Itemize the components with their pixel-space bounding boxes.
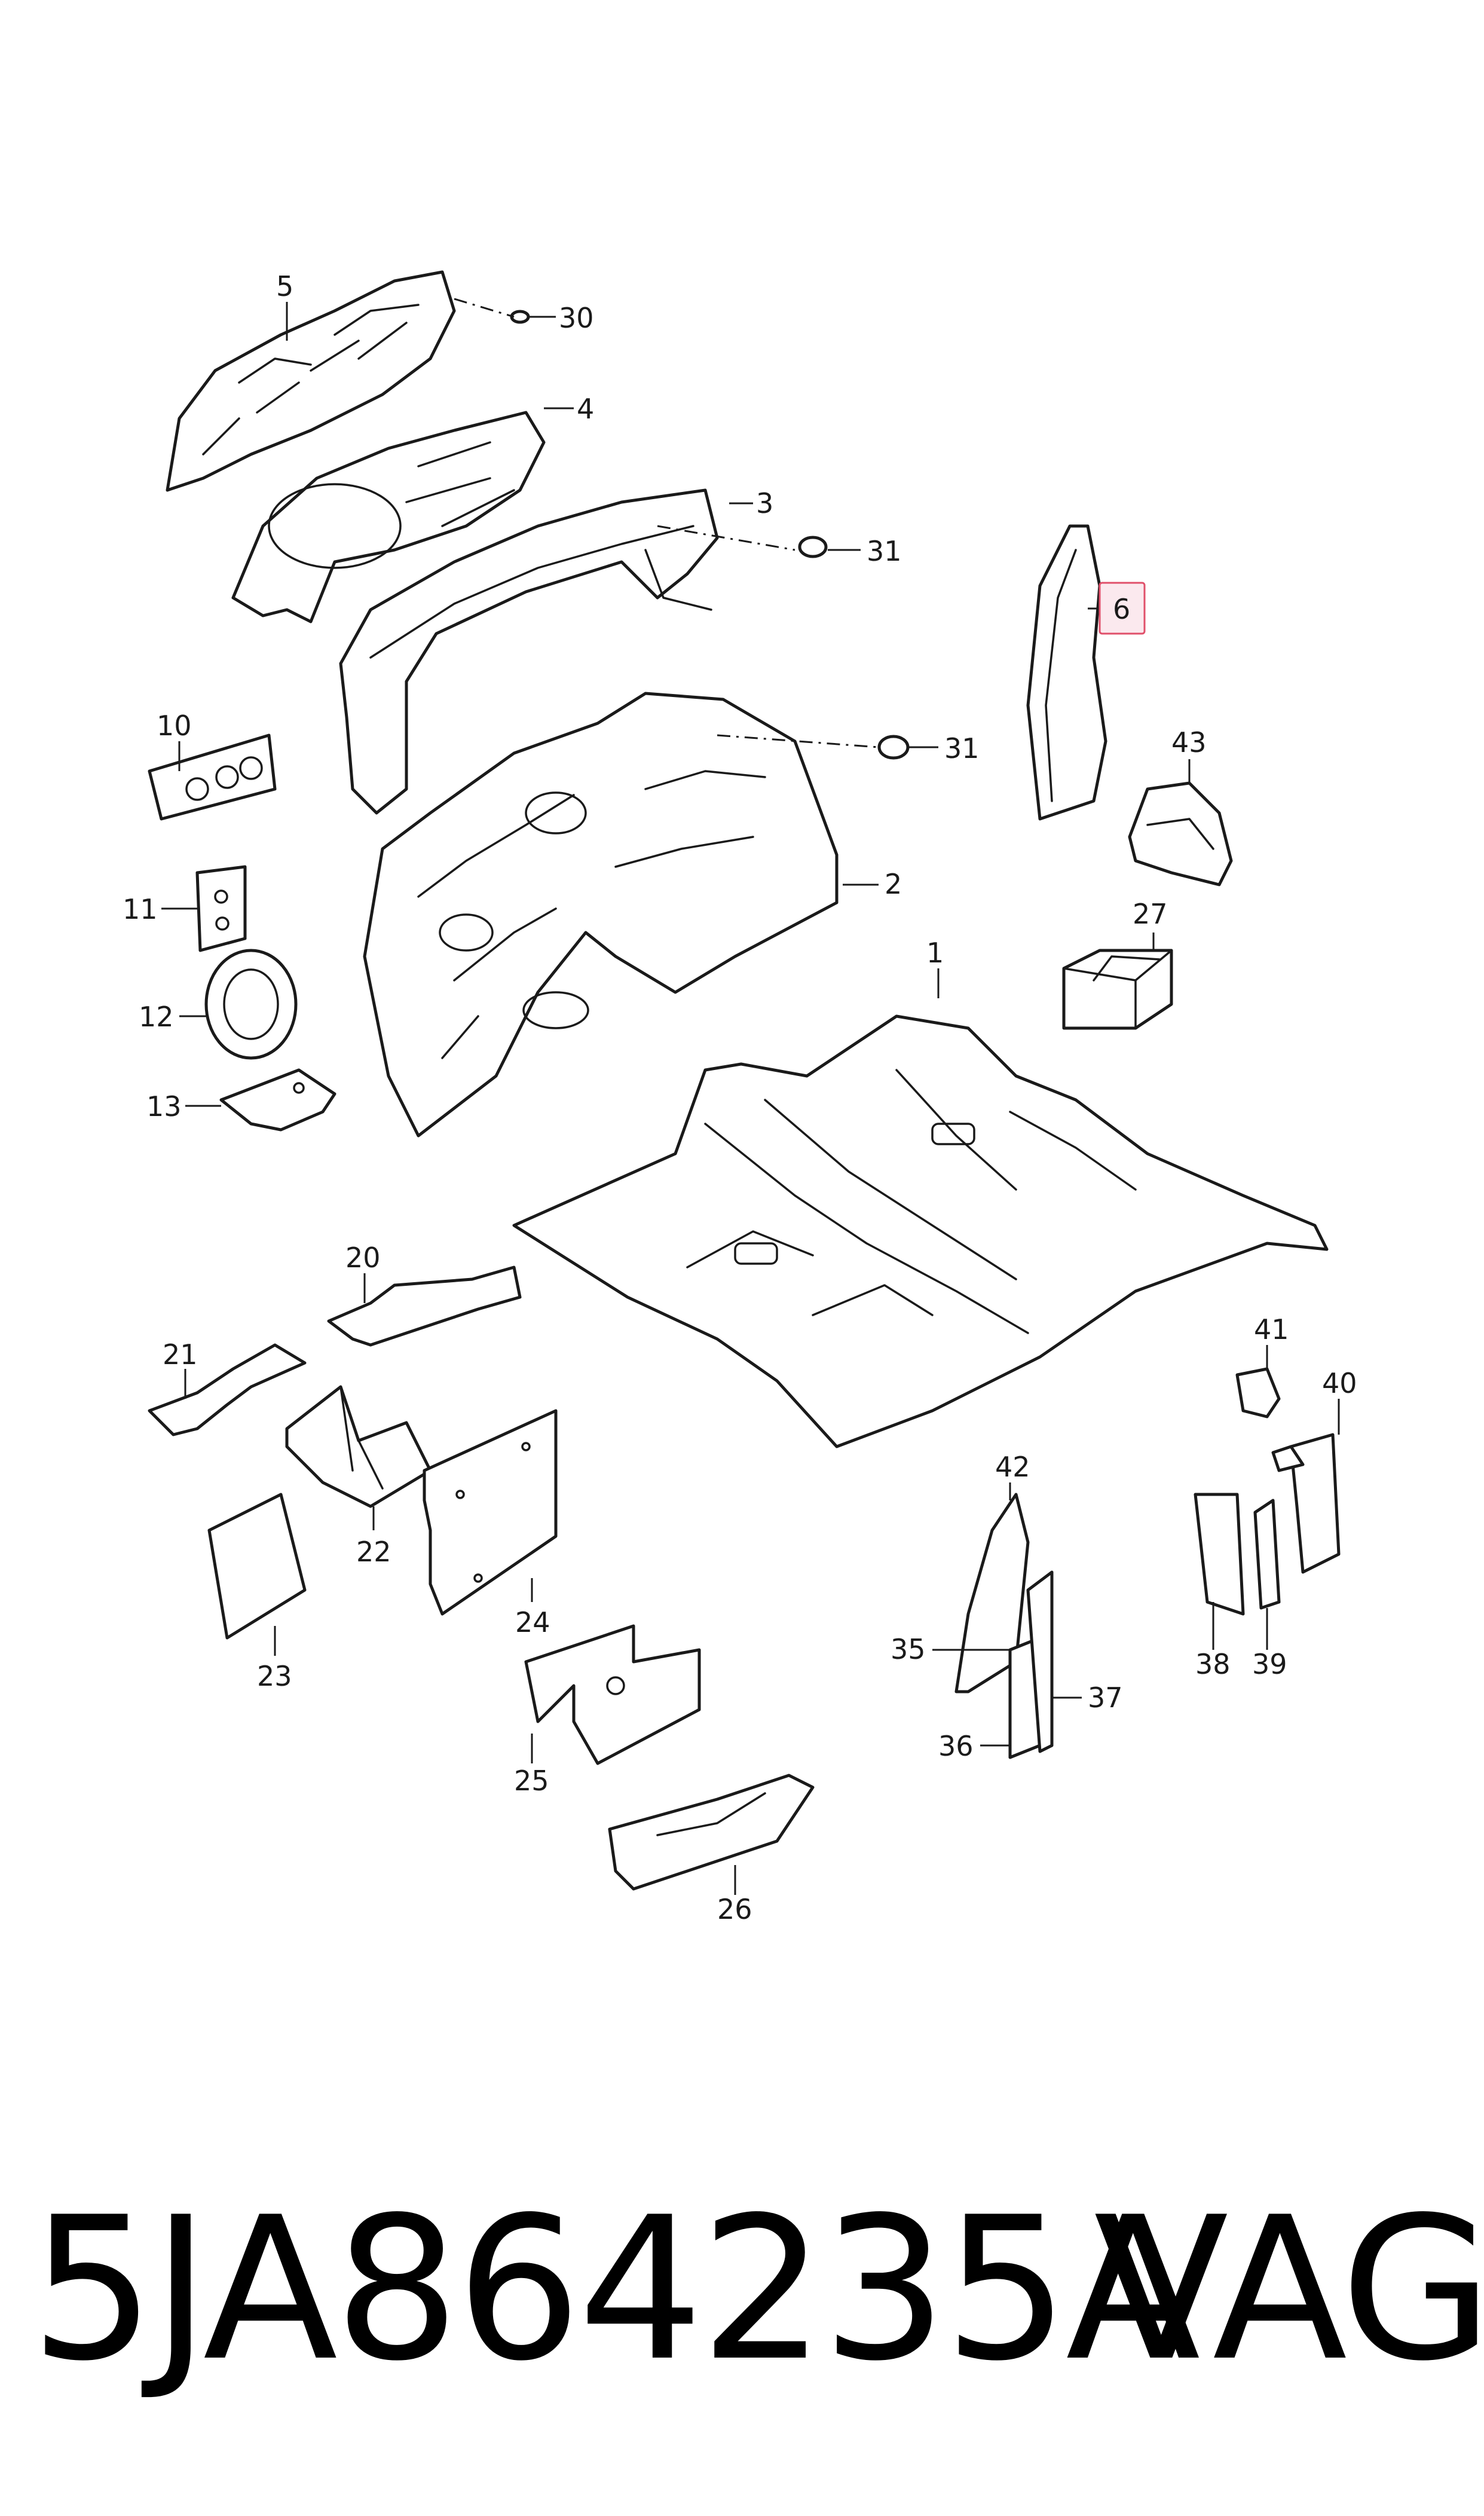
highlight-box-6 xyxy=(1099,582,1146,635)
callout-4: 4 xyxy=(577,393,594,425)
part-1-floor-carpet xyxy=(512,1014,1329,1448)
part-25-panel xyxy=(524,1624,701,1765)
callout-11: 11 xyxy=(123,893,158,925)
fastener-30 xyxy=(510,310,530,324)
callout-20: 20 xyxy=(345,1242,381,1274)
callout-26: 26 xyxy=(717,1893,752,1925)
callout-30: 30 xyxy=(559,302,594,334)
brand-name: VAG xyxy=(1094,2175,1484,2404)
part-21-strip xyxy=(148,1343,307,1436)
callout-27: 27 xyxy=(1133,898,1168,930)
callout-37: 37 xyxy=(1088,1682,1123,1714)
callout-25: 25 xyxy=(514,1765,549,1797)
callout-24: 24 xyxy=(515,1606,550,1638)
callout-10: 10 xyxy=(157,710,192,742)
part-4-bulkhead-insulator xyxy=(231,411,546,623)
callout-13: 13 xyxy=(146,1090,182,1123)
callout-42: 42 xyxy=(995,1451,1030,1483)
callout-36: 36 xyxy=(938,1730,974,1762)
part-11-pad xyxy=(195,865,247,952)
part-23-pad xyxy=(207,1493,307,1640)
part-5-firewall-insulator-upper xyxy=(166,270,456,492)
callout-21: 21 xyxy=(163,1338,198,1371)
part-6-side-insulator xyxy=(1026,524,1107,821)
footer-caption: 5JA864235A VAG xyxy=(30,2164,1484,2415)
callout-43: 43 xyxy=(1171,726,1207,759)
part-13-pad xyxy=(219,1068,336,1132)
part-2-firewall-insulator-main xyxy=(363,692,839,1138)
callout-12: 12 xyxy=(139,1001,174,1033)
callout-1: 1 xyxy=(926,937,944,969)
part-10-pad xyxy=(148,733,277,821)
callout-35: 35 xyxy=(891,1633,926,1665)
part-number: 5JA864235A xyxy=(30,2175,1201,2404)
fastener-31-upper xyxy=(798,536,828,558)
callout-39: 39 xyxy=(1252,1648,1287,1680)
part-24-panel xyxy=(423,1409,558,1616)
fastener-31-lower xyxy=(877,735,910,760)
callout-40: 40 xyxy=(1322,1367,1357,1399)
leader-lines xyxy=(161,298,1340,1895)
callout-5: 5 xyxy=(276,270,293,302)
callout-31-upper: 31 xyxy=(867,535,902,567)
part-35-36-37-pillar-trim xyxy=(954,1493,1054,1759)
callout-2: 2 xyxy=(885,868,902,900)
callout-41: 41 xyxy=(1254,1313,1289,1346)
part-22-insulator xyxy=(285,1385,432,1508)
callout-31-lower: 31 xyxy=(944,732,980,765)
part-3-cowl-panel xyxy=(339,488,719,815)
part-27-foam-block xyxy=(1062,949,1173,1030)
part-38-41-rear-trim xyxy=(1194,1367,1341,1616)
callout-3: 3 xyxy=(756,487,773,519)
callout-23: 23 xyxy=(257,1660,292,1692)
callout-labels: 1 2 3 4 5 6 10 11 12 13 20 21 22 23 24 2… xyxy=(123,270,1357,1925)
part-43-bracket xyxy=(1128,781,1233,886)
part-12-grommet xyxy=(204,949,298,1060)
callout-22: 22 xyxy=(356,1536,391,1568)
part-26-panel xyxy=(608,1774,815,1891)
part-20-strip xyxy=(327,1265,522,1347)
callout-38: 38 xyxy=(1195,1648,1231,1680)
callout-6: 6 xyxy=(1113,593,1130,625)
